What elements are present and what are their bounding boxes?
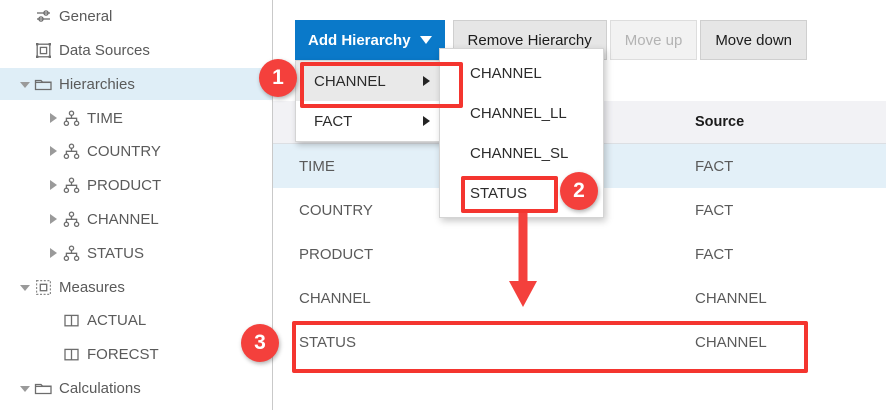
move-down-label: Move down — [715, 31, 793, 49]
cell-source: CHANNEL — [695, 333, 767, 351]
move-down-button[interactable]: Move down — [700, 20, 808, 60]
twisty-placeholder — [46, 304, 60, 336]
measures-icon — [32, 277, 54, 297]
hierarchy-icon — [60, 243, 82, 263]
hierarchy-icon — [60, 209, 82, 229]
sidebar-item-label: TIME — [87, 109, 123, 127]
sidebar-item-time[interactable]: TIME — [0, 102, 272, 134]
cell-hierarchy-name: COUNTRY — [299, 201, 373, 219]
twisty-placeholder — [18, 34, 32, 66]
submenu-item-label: CHANNEL_LL — [470, 104, 567, 122]
cell-hierarchy-name: TIME — [299, 157, 335, 175]
menu-item-channel[interactable]: CHANNEL — [296, 61, 442, 101]
table-row[interactable]: STATUS CHANNEL — [273, 320, 886, 364]
remove-hierarchy-label: Remove Hierarchy — [467, 31, 592, 49]
expand-collapse-right-icon[interactable] — [46, 169, 60, 201]
hierarchy-icon — [60, 141, 82, 161]
sidebar-item-general[interactable]: General — [0, 0, 272, 32]
submenu-arrow-icon — [423, 116, 430, 126]
sidebar-item-label: Calculations — [59, 379, 141, 397]
cell-hierarchy-name: STATUS — [299, 333, 356, 351]
expand-collapse-down-icon[interactable] — [18, 271, 32, 303]
sidebar-item-actual[interactable]: ACTUAL — [0, 304, 272, 336]
annotation-badge-3-number: 3 — [254, 331, 266, 354]
menu-item-label: FACT — [314, 112, 353, 130]
expand-collapse-right-icon[interactable] — [46, 102, 60, 134]
chevron-down-icon — [419, 36, 432, 44]
sidebar-item-label: ACTUAL — [87, 311, 147, 329]
cell-hierarchy-name: PRODUCT — [299, 245, 374, 263]
submenu-item-channel_sl[interactable]: CHANNEL_SL — [440, 133, 603, 173]
move-up-button[interactable]: Move up — [609, 20, 698, 60]
sidebar-item-label: Measures — [59, 278, 125, 296]
sidebar-item-label: General — [59, 7, 113, 25]
expand-collapse-down-icon[interactable] — [18, 372, 32, 404]
cell-source: FACT — [695, 157, 734, 175]
sidebar-item-label: Data Sources — [59, 41, 150, 59]
submenu-item-label: CHANNEL — [470, 64, 542, 82]
table-row[interactable]: CHANNEL CHANNEL — [273, 276, 886, 320]
menu-item-fact[interactable]: FACT — [296, 101, 442, 141]
sidebar-item-product[interactable]: PRODUCT — [0, 169, 272, 201]
down-arrow-icon — [509, 213, 537, 307]
expand-collapse-down-icon[interactable] — [18, 68, 32, 100]
submenu-item-channel_ll[interactable]: CHANNEL_LL — [440, 93, 603, 133]
sidebar-item-channel[interactable]: CHANNEL — [0, 203, 272, 235]
annotation-badge-2: 2 — [560, 172, 598, 210]
annotation-badge-3: 3 — [241, 324, 279, 362]
folder-icon — [32, 74, 54, 94]
hierarchy-icon — [60, 108, 82, 128]
hierarchy-icon — [60, 175, 82, 195]
sidebar-item-measures[interactable]: Measures — [0, 271, 272, 303]
sidebar-item-forecst[interactable]: FORECST — [0, 338, 272, 370]
twisty-placeholder — [18, 0, 32, 32]
sidebar-item-data-sources[interactable]: Data Sources — [0, 34, 272, 66]
expand-collapse-right-icon[interactable] — [46, 135, 60, 167]
submenu-item-label: CHANNEL_SL — [470, 144, 569, 162]
table-row[interactable]: PRODUCT FACT — [273, 232, 886, 276]
submenu-item-channel[interactable]: CHANNEL — [440, 53, 603, 93]
sidebar-item-calculations[interactable]: Calculations — [0, 372, 272, 404]
twisty-placeholder — [46, 338, 60, 370]
datasource-icon — [32, 40, 54, 60]
menu-item-label: CHANNEL — [314, 72, 386, 90]
sidebar-item-label: PRODUCT — [87, 176, 162, 194]
measure-item-icon — [60, 344, 82, 364]
cell-source: CHANNEL — [695, 289, 767, 307]
add-hierarchy-label: Add Hierarchy — [308, 31, 411, 49]
expand-collapse-right-icon[interactable] — [46, 203, 60, 235]
sidebar-item-country[interactable]: COUNTRY — [0, 135, 272, 167]
move-up-label: Move up — [624, 31, 683, 49]
sidebar-item-label: Hierarchies — [59, 75, 135, 93]
sidebar-item-label: COUNTRY — [87, 142, 161, 160]
sidebar-item-label: STATUS — [87, 244, 144, 262]
cell-hierarchy-name: CHANNEL — [299, 289, 371, 307]
add-hierarchy-button[interactable]: Add Hierarchy — [295, 20, 445, 60]
expand-collapse-right-icon[interactable] — [46, 237, 60, 269]
sliders-icon — [32, 6, 54, 26]
annotation-badge-2-number: 2 — [573, 179, 585, 202]
submenu-item-label: STATUS — [470, 184, 527, 202]
sidebar-item-label: CHANNEL — [87, 210, 159, 228]
sidebar-item-status[interactable]: STATUS — [0, 237, 272, 269]
sidebar-item-label: FORECST — [87, 345, 159, 363]
table-row[interactable]: COUNTRY FACT — [273, 188, 886, 232]
measure-item-icon — [60, 310, 82, 330]
submenu-item-status[interactable]: STATUS — [440, 173, 603, 213]
submenu-arrow-icon — [423, 76, 430, 86]
annotation-badge-1: 1 — [259, 59, 297, 97]
folder-icon — [32, 378, 54, 398]
cell-source: FACT — [695, 201, 734, 219]
annotation-badge-1-number: 1 — [272, 66, 284, 89]
sidebar-item-hierarchies[interactable]: Hierarchies — [0, 68, 272, 100]
add-hierarchy-menu: CHANNEL FACT — [295, 60, 443, 142]
column-header-source: Source — [695, 114, 745, 130]
cell-source: FACT — [695, 245, 734, 263]
sidebar-divider — [272, 0, 273, 410]
